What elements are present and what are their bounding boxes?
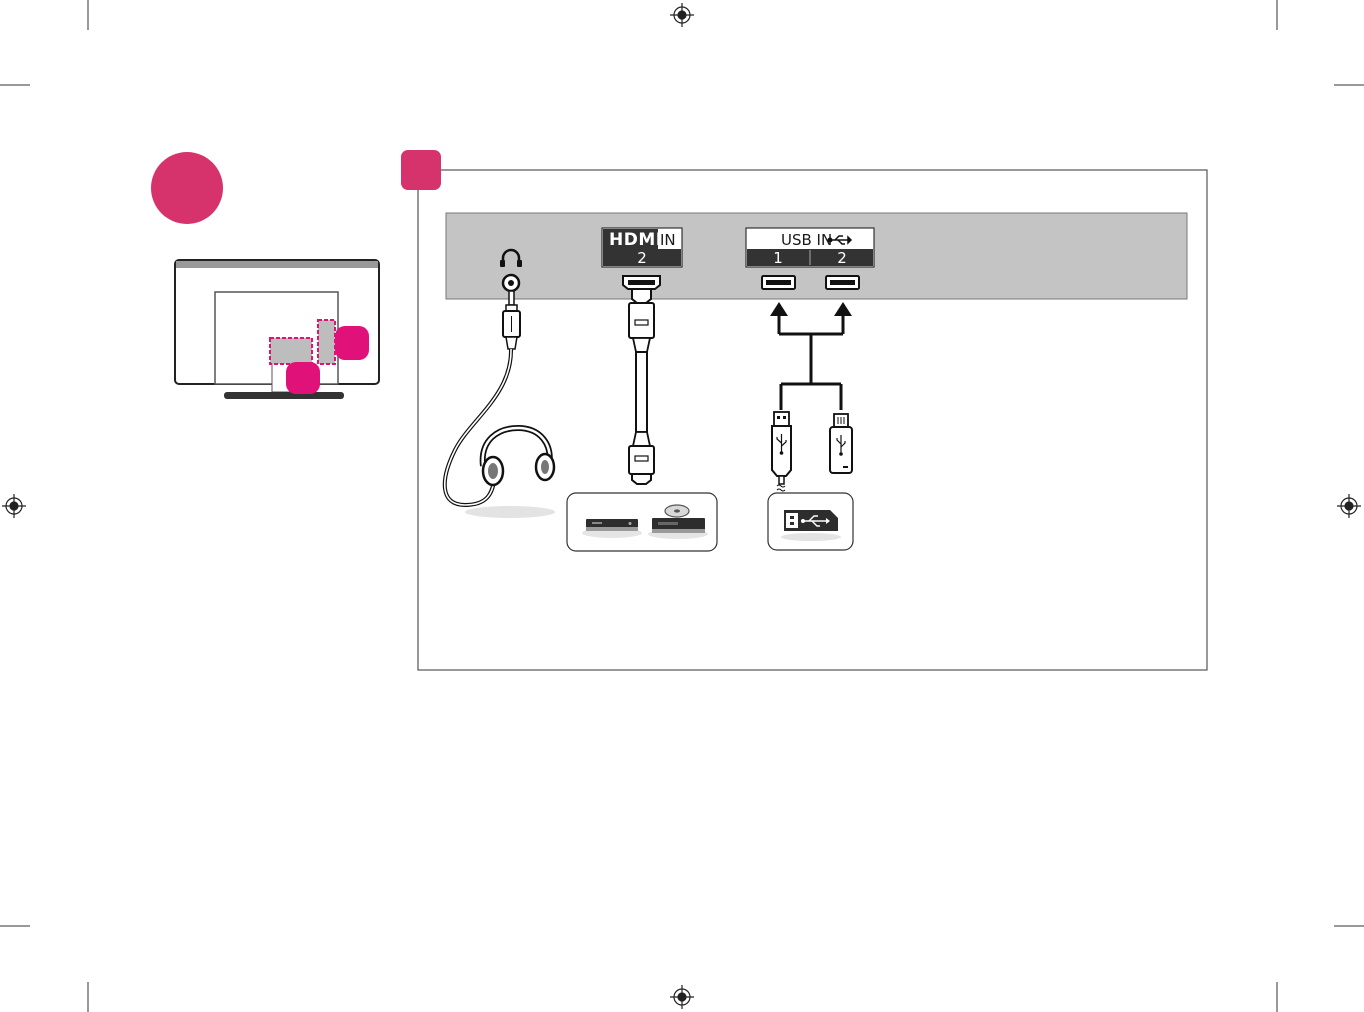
hdmi-label: HDMI IN 2 xyxy=(602,228,682,267)
callout-bubble-side xyxy=(335,326,369,360)
rear-port-area-side xyxy=(318,320,335,364)
rear-port-area-bottom xyxy=(270,338,312,364)
usb-storage-icon xyxy=(781,510,841,541)
hdmi-port xyxy=(623,276,660,289)
headphones-icon xyxy=(483,428,554,485)
hdmi-suffix: IN xyxy=(660,231,676,249)
usb-port-1 xyxy=(762,276,795,289)
registration-mark-left xyxy=(2,494,26,518)
hdmi-logo: HDMI xyxy=(609,230,663,250)
headphone-plug xyxy=(503,291,520,349)
registration-mark-bottom xyxy=(670,985,694,1009)
tv-rear-thumbnail xyxy=(175,260,379,399)
callout-bubble-bottom xyxy=(286,362,320,394)
registration-mark-top xyxy=(670,3,694,27)
registration-mark-right xyxy=(1337,494,1361,518)
usb-arrow-head-2 xyxy=(834,302,852,316)
headphone-jack-port xyxy=(503,275,519,291)
usb-port-2 xyxy=(826,276,859,289)
set-top-box-icon xyxy=(582,519,642,538)
usb-flash-drive xyxy=(830,414,852,473)
hdmi-cable xyxy=(629,289,654,484)
hdmi-number: 2 xyxy=(637,249,647,267)
usb-label: USB IN 1 2 xyxy=(746,228,874,267)
usb-label-text: USB IN xyxy=(781,231,832,249)
section-marker-circle xyxy=(151,152,223,224)
section-badge xyxy=(401,150,441,190)
usb-connector-cable xyxy=(772,412,791,491)
headphone-shadow xyxy=(465,506,555,518)
usb-arrow-head-1 xyxy=(770,302,788,316)
usb-port-1-number: 1 xyxy=(773,249,783,267)
usb-port-2-number: 2 xyxy=(837,249,847,267)
usb-branch-arrows xyxy=(779,314,843,410)
